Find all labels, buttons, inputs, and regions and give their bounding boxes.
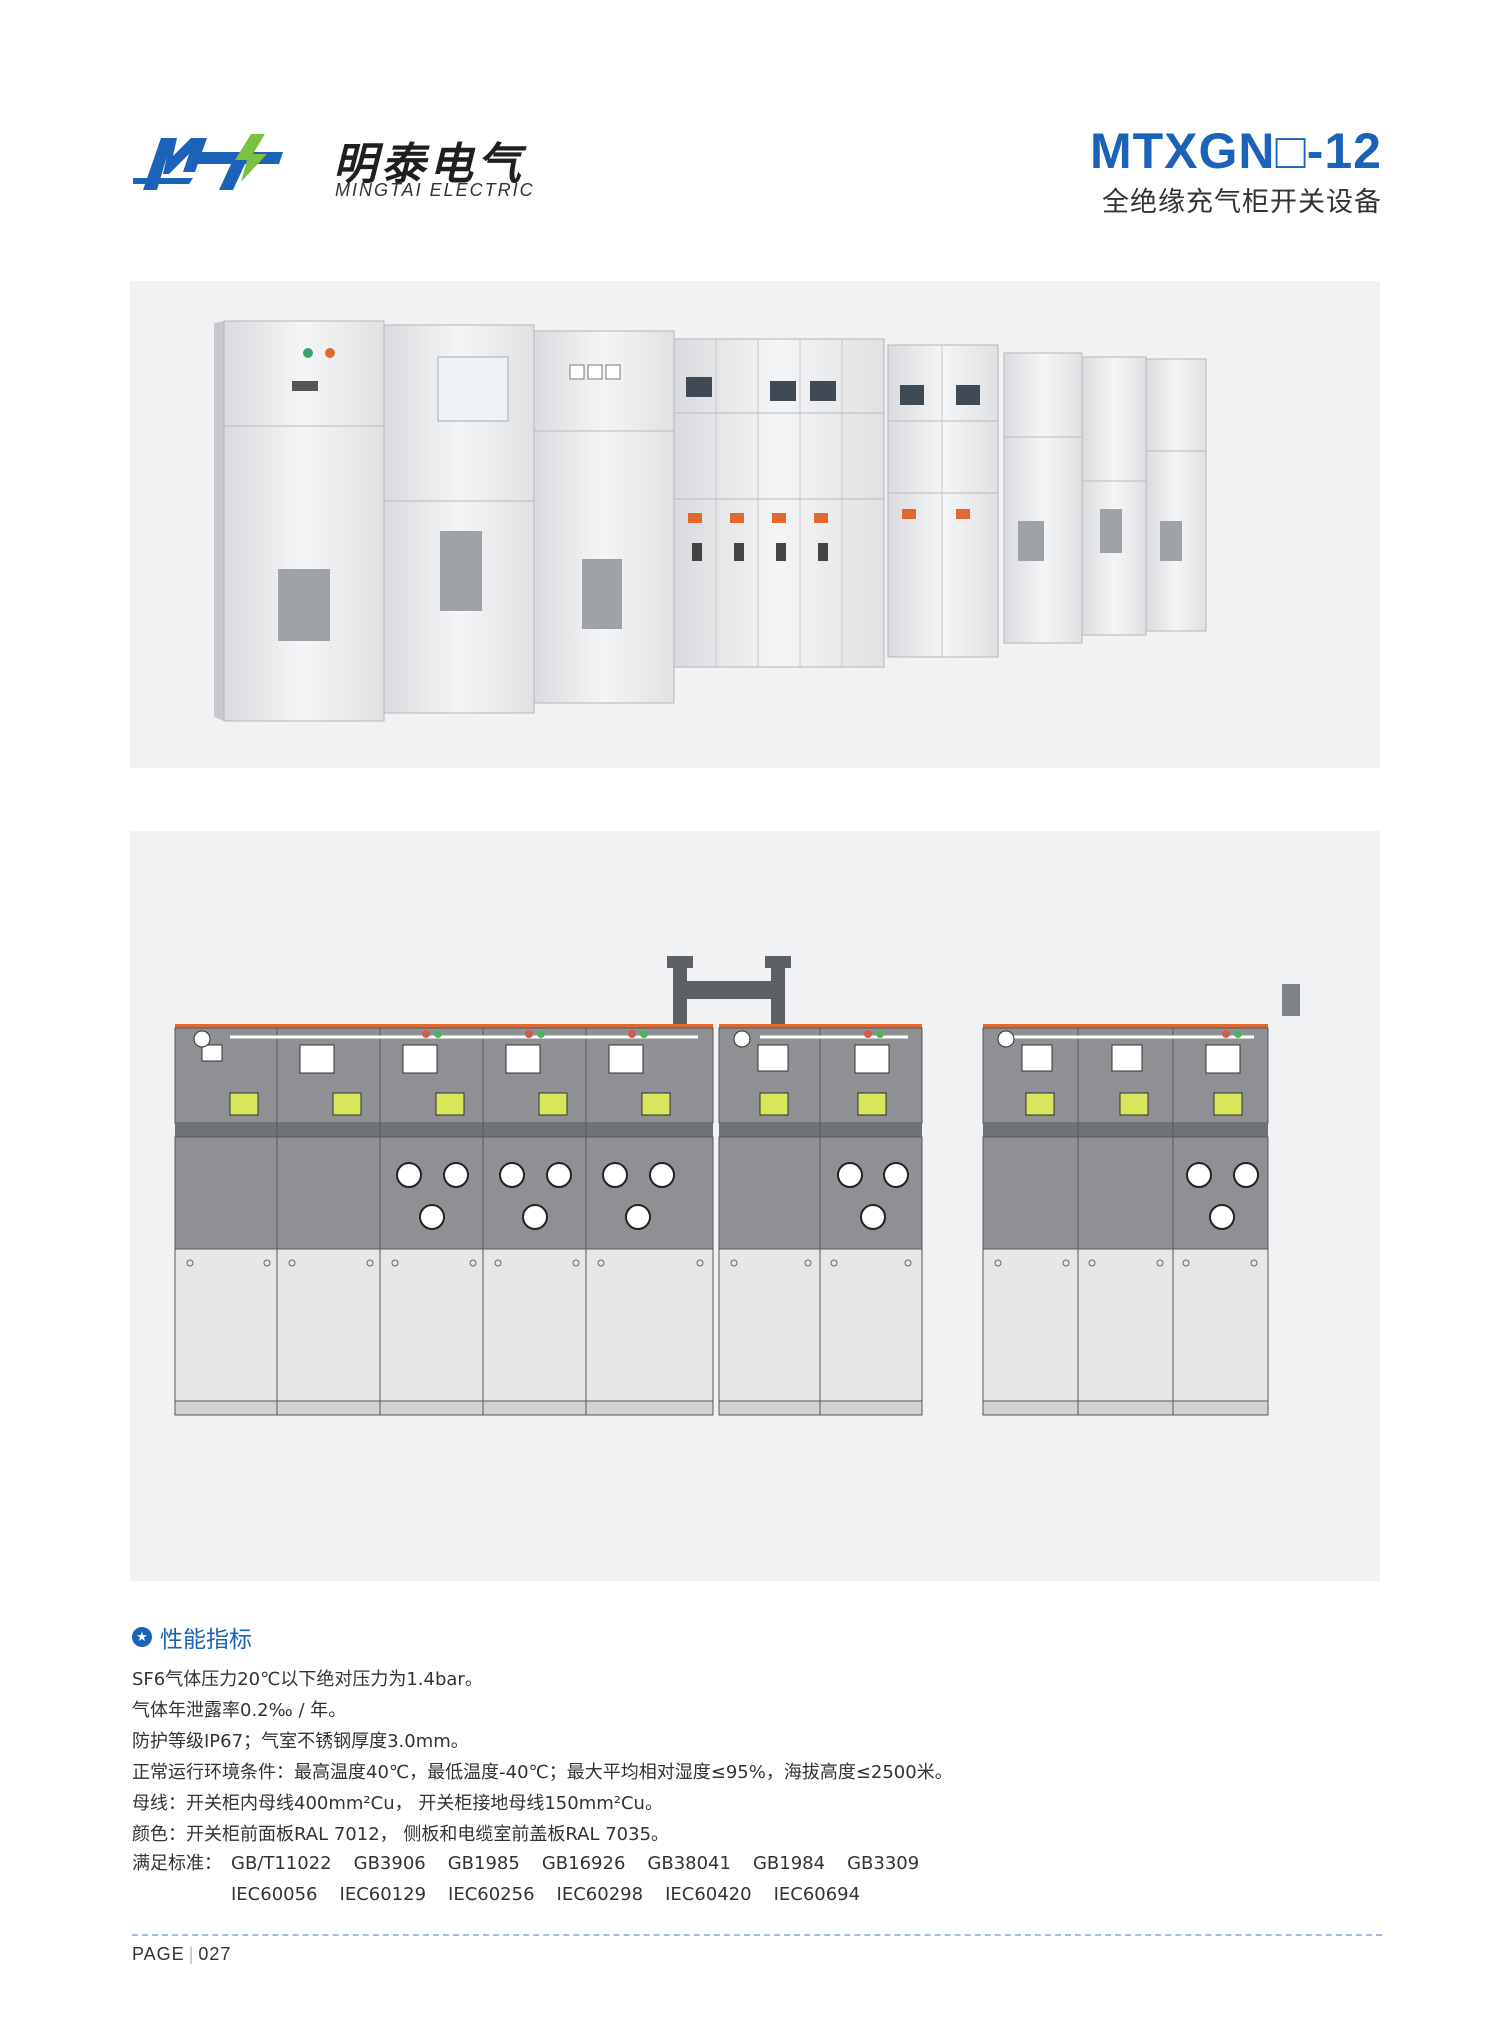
- spec-heading: ★ 性能指标: [132, 1620, 252, 1654]
- spec-line: SF6气体压力20℃以下绝对压力为1.4bar。: [132, 1669, 483, 1690]
- spec-line: 正常运行环境条件：最高温度40℃，最低温度-40℃；最大平均相对湿度≤95%，海…: [132, 1762, 953, 1783]
- switchgear-front-view: [174, 956, 1300, 1416]
- cabinet-group-1: [214, 320, 675, 722]
- standard-item: IEC60420: [665, 1884, 752, 1905]
- standard-item: IEC60056: [231, 1884, 318, 1905]
- page-number-value: 027: [198, 1944, 232, 1964]
- spec-heading-text: 性能指标: [160, 1627, 252, 1653]
- front-view-diagram: [130, 831, 1380, 1581]
- cabinet-unit-c: [982, 1024, 1269, 1416]
- standard-item: GB1984: [752, 1853, 826, 1874]
- standard-item: GB3309: [847, 1853, 920, 1874]
- mt-logo-icon: [133, 134, 283, 190]
- standard-item: GB16926: [541, 1853, 626, 1874]
- footer-divider: [132, 1934, 1382, 1936]
- page-word: PAGE: [132, 1944, 185, 1964]
- product-subtitle: 全绝缘充气柜开关设备: [1102, 187, 1382, 218]
- spec-line: 母线：开关柜内母线400mm²Cu， 开关柜接地母线150mm²Cu。: [132, 1793, 663, 1814]
- standard-item: GB38041: [647, 1853, 731, 1874]
- spec-line: 颜色：开关柜前面板RAL 7012， 侧板和电缆室前盖板RAL 7035。: [132, 1824, 670, 1845]
- standards-label: 满足标准：: [132, 1853, 222, 1874]
- standard-item: GB1985: [447, 1853, 520, 1874]
- standard-item: IEC60256: [448, 1884, 535, 1905]
- standard-item: IEC60694: [773, 1884, 861, 1905]
- cabinet-unit-b: [718, 1024, 923, 1416]
- standard-item: IEC60298: [556, 1884, 644, 1905]
- star-icon: ★: [132, 1627, 152, 1647]
- brand-name-en: MINGTAI ELECTRIC: [335, 180, 535, 200]
- spec-line: 防护等级IP67；气室不锈钢厚度3.0mm。: [132, 1731, 469, 1752]
- pressure-gauge-housing: [1282, 984, 1300, 1016]
- standards-list: 满足标准： GB/T11022 GB3906 GB1985 GB16926 GB…: [132, 1848, 941, 1910]
- brand-logo: 明泰电气 MINGTAI ELECTRIC: [133, 128, 573, 208]
- standard-item: GB3906: [353, 1853, 426, 1874]
- cabinet-unit-a: [174, 1024, 714, 1416]
- page-number: PAGE|027: [132, 1944, 232, 1964]
- standard-item: IEC60129: [339, 1884, 427, 1905]
- cabinet-group-4: [1003, 352, 1207, 644]
- product-model: MTXGN□-12: [1089, 123, 1382, 179]
- standard-item: GB/T11022: [231, 1853, 332, 1874]
- cabinet-group-2: [673, 338, 885, 668]
- switchgear-photo-illustration: [214, 320, 1207, 722]
- product-photo: [130, 281, 1380, 768]
- spec-list: SF6气体压力20℃以下绝对压力为1.4bar。 气体年泄露率0.2‰ / 年。…: [132, 1664, 1362, 1850]
- spec-line: 气体年泄露率0.2‰ / 年。: [132, 1700, 347, 1721]
- cabinet-group-3: [887, 344, 999, 658]
- brand-name-cn: 明泰电气: [333, 139, 525, 190]
